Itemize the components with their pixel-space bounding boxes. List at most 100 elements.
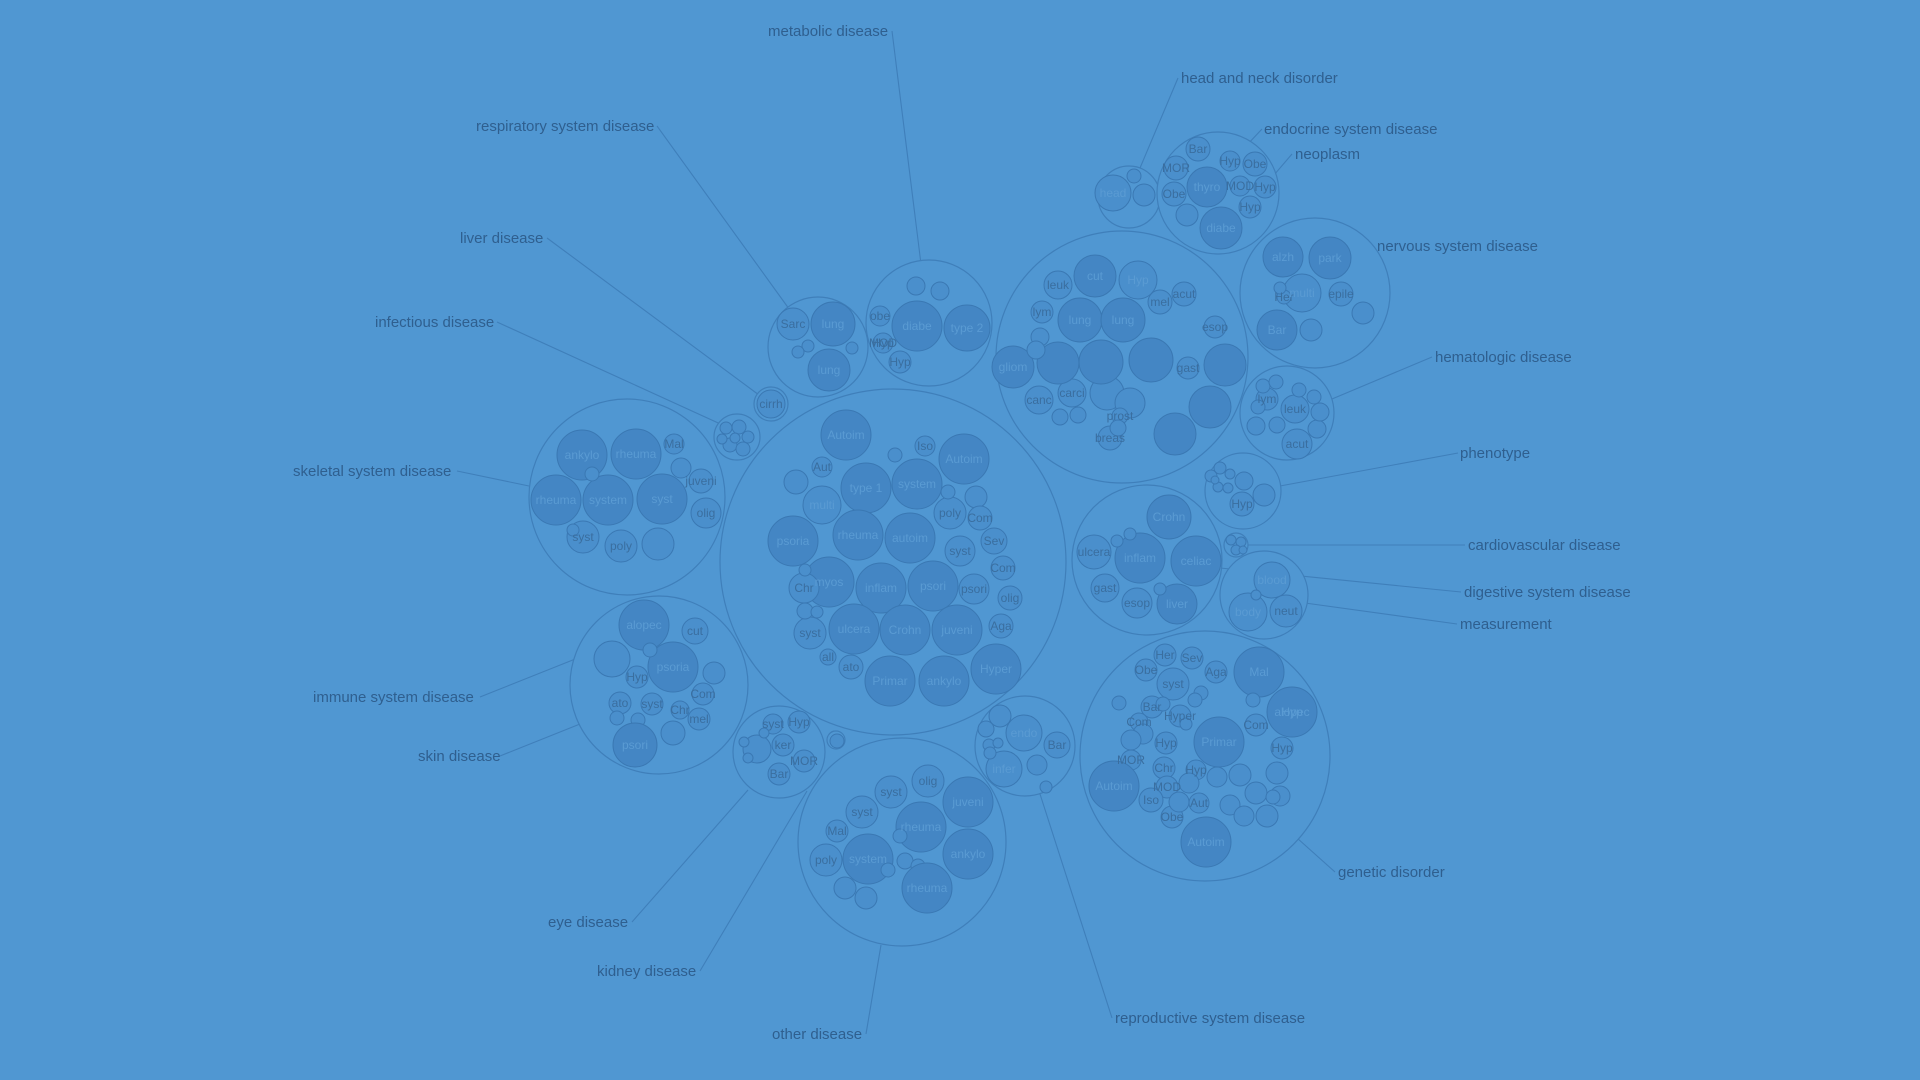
bubble-endocrine-4[interactable]	[1161, 181, 1187, 207]
bubble-infectious-6[interactable]	[729, 432, 741, 444]
bubble-other-6[interactable]	[809, 843, 843, 877]
bubble-other-1[interactable]	[874, 775, 908, 809]
bubble-skeletal-10[interactable]	[604, 529, 638, 563]
bubble-genetic-8[interactable]	[1266, 686, 1318, 738]
bubble-immune-7[interactable]	[783, 469, 809, 495]
bubble-genetic-32[interactable]	[1233, 805, 1255, 827]
bubble-skeletal-2[interactable]	[663, 433, 685, 455]
bubble-skin-5[interactable]	[625, 665, 649, 689]
bubble-digestive-1[interactable]	[1076, 534, 1112, 570]
bubble-hematologic-11[interactable]	[1306, 389, 1322, 405]
bubble-immune-18[interactable]	[855, 562, 907, 614]
bubble-reproductive-4[interactable]	[988, 704, 1012, 728]
bubble-reproductive-1[interactable]	[985, 750, 1023, 788]
bubble-immune-8[interactable]	[802, 485, 842, 525]
bubble-respiratory-1[interactable]	[810, 301, 856, 347]
bubble-skin-2[interactable]	[593, 640, 631, 678]
bubble-cardiovascular-3[interactable]	[1238, 545, 1248, 555]
bubble-endocrine-5[interactable]	[1229, 175, 1251, 197]
bubble-skin-15[interactable]	[612, 722, 658, 768]
bubble-skin-8[interactable]	[640, 692, 664, 716]
bubble-other-11[interactable]	[880, 862, 896, 878]
bubble-phenotype-7[interactable]	[1224, 468, 1236, 480]
bubble-genetic-36[interactable]	[1187, 692, 1203, 708]
bubble-neoplasm-27[interactable]	[1109, 419, 1127, 437]
bubble-nervous-1[interactable]	[1308, 236, 1352, 280]
bubble-neoplasm-0[interactable]	[1043, 270, 1073, 300]
bubble-eye-3[interactable]	[771, 733, 795, 757]
bubble-infectious-4[interactable]	[735, 441, 751, 457]
bubble-hematologic-7[interactable]	[1250, 399, 1266, 415]
bubble-immune-32[interactable]	[970, 643, 1022, 695]
bubble-reproductive-0[interactable]	[1005, 714, 1043, 752]
bubble-genetic-41[interactable]	[1155, 696, 1171, 712]
bubble-digestive-2[interactable]	[1114, 532, 1166, 584]
bubble-phenotype-2[interactable]	[1234, 471, 1254, 491]
bubble-immune-13[interactable]	[767, 515, 819, 567]
bubble-infectious-5[interactable]	[716, 433, 728, 445]
bubble-liver-0[interactable]	[756, 389, 786, 419]
bubble-skin-6[interactable]	[691, 682, 715, 706]
bubble-head-neck-0[interactable]	[1094, 174, 1132, 212]
bubble-metabolic-3[interactable]	[872, 332, 894, 354]
bubble-digestive-8[interactable]	[1110, 534, 1124, 548]
bubble-reproductive-5[interactable]	[977, 720, 995, 738]
bubble-immune-16[interactable]	[990, 555, 1016, 581]
bubble-measurement-3[interactable]	[1250, 589, 1262, 601]
bubble-skin-10[interactable]	[687, 707, 711, 731]
bubble-immune-19[interactable]	[907, 560, 959, 612]
bubble-neoplasm-23[interactable]	[1051, 408, 1069, 426]
bubble-immune-24[interactable]	[879, 604, 931, 656]
bubble-immune-35[interactable]	[798, 563, 812, 577]
bubble-digestive-6[interactable]	[1156, 583, 1198, 625]
bubble-skeletal-5[interactable]	[530, 474, 582, 526]
bubble-other-15[interactable]	[892, 828, 908, 844]
bubble-measurement-2[interactable]	[1269, 594, 1303, 628]
bubble-other-2[interactable]	[942, 776, 994, 828]
bubble-nervous-3[interactable]	[1328, 281, 1354, 307]
bubble-genetic-38[interactable]	[1111, 695, 1127, 711]
bubble-immune-10[interactable]	[967, 505, 993, 531]
bubble-metabolic-1[interactable]	[930, 281, 950, 301]
bubble-nervous-8[interactable]	[1273, 281, 1287, 295]
bubble-endocrine-9[interactable]	[1186, 166, 1228, 208]
bubble-metabolic-0[interactable]	[906, 276, 926, 296]
bubble-genetic-18[interactable]	[1155, 775, 1179, 799]
bubble-endocrine-1[interactable]	[1163, 155, 1189, 181]
bubble-digestive-9[interactable]	[1153, 582, 1167, 596]
bubble-digestive-5[interactable]	[1121, 587, 1153, 619]
bubble-hematologic-2[interactable]	[1281, 428, 1313, 460]
bubble-neoplasm-5[interactable]	[1118, 260, 1158, 300]
bubble-kidney-0[interactable]	[829, 733, 845, 749]
bubble-immune-30[interactable]	[864, 655, 916, 707]
bubble-genetic-33[interactable]	[1180, 816, 1232, 868]
bubble-hematologic-6[interactable]	[1268, 416, 1286, 434]
bubble-skin-14[interactable]	[660, 720, 686, 746]
group-phenotype[interactable]: Hyp	[1204, 452, 1282, 530]
bubble-phenotype-8[interactable]	[1210, 475, 1220, 485]
bubble-immune-0[interactable]	[820, 409, 872, 461]
bubble-neoplasm-3[interactable]	[1100, 297, 1146, 343]
bubble-digestive-7[interactable]	[1123, 527, 1137, 541]
bubble-phenotype-1[interactable]	[1252, 483, 1276, 507]
bubble-endocrine-7[interactable]	[1238, 195, 1262, 219]
bubble-hematologic-3[interactable]	[1307, 419, 1327, 439]
bubble-neoplasm-26[interactable]	[1026, 340, 1046, 360]
bubble-genetic-0[interactable]	[1153, 643, 1177, 667]
bubble-endocrine-3[interactable]	[1242, 151, 1268, 177]
bubble-immune-14[interactable]	[944, 535, 976, 567]
bubble-metabolic-5[interactable]	[943, 304, 991, 352]
bubble-genetic-24[interactable]	[1138, 787, 1164, 813]
bubble-genetic-37[interactable]	[1179, 717, 1193, 731]
bubble-genetic-3[interactable]	[1204, 660, 1228, 684]
bubble-hematologic-8[interactable]	[1255, 378, 1271, 394]
bubble-reproductive-8[interactable]	[983, 746, 997, 760]
bubble-immune-15[interactable]	[980, 527, 1008, 555]
bubble-genetic-2[interactable]	[1134, 658, 1158, 682]
